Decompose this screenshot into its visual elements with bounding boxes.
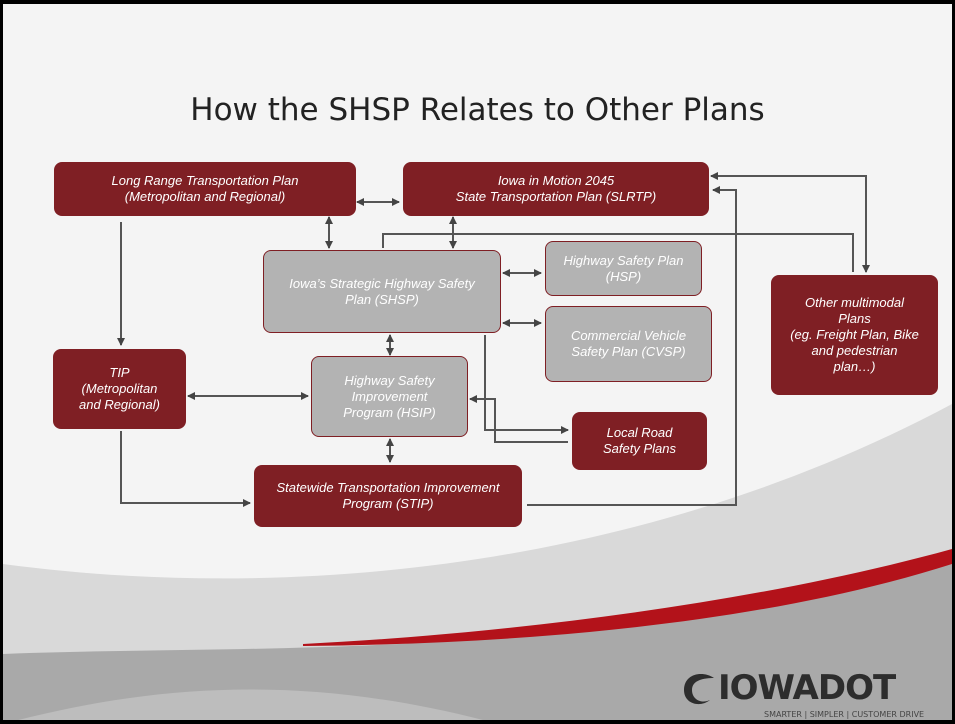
box-line: Program (STIP)	[342, 496, 434, 511]
box-line: Plans	[838, 311, 871, 326]
box-line: State Transportation Plan (SLRTP)	[455, 189, 657, 204]
box-line: and pedestrian	[811, 343, 898, 358]
box-line: Safety Plans	[603, 441, 676, 456]
box-line: plan…)	[833, 359, 876, 374]
box-line: Program (HSIP)	[343, 404, 436, 420]
box-line: Other multimodal	[805, 295, 904, 310]
box-line: TIP	[109, 365, 130, 380]
box-line: Long Range Transportation Plan	[111, 173, 299, 188]
box-highway-safety-plan: Highway Safety Plan(HSP)	[545, 241, 702, 296]
box-line: Plan (SHSP)	[345, 291, 419, 307]
box-line: (Metropolitan	[81, 381, 158, 396]
box-other-multimodal-plans: Other multimodal Plans (eg. Freight Plan…	[771, 275, 938, 395]
box-long-range-transportation-plan: Long Range Transportation Plan(Metropoli…	[54, 162, 356, 216]
box-tip: TIP (Metropolitan and Regional)	[53, 349, 186, 429]
box-line: and Regional)	[79, 397, 160, 412]
box-line: (eg. Freight Plan, Bike	[790, 327, 919, 342]
box-line: Safety Plan (CVSP)	[571, 344, 686, 359]
box-hsip: Highway Safety Improvement Program (HSIP…	[311, 356, 468, 437]
box-line: (HSP)	[605, 268, 642, 284]
box-line: Highway Safety	[344, 372, 435, 388]
slide-title: How the SHSP Relates to Other Plans	[190, 92, 765, 128]
logo-mark-icon	[684, 674, 714, 705]
box-line: Iowa’s Strategic Highway Safety	[289, 275, 475, 291]
box-line: Local Road	[606, 425, 673, 440]
box-line: Improvement	[351, 388, 428, 404]
box-line: Highway Safety Plan	[563, 252, 684, 268]
box-line: Commercial Vehicle	[570, 328, 687, 343]
logo-wordmark: IOWADOT	[718, 668, 896, 708]
box-line: Statewide Transportation Improvement	[276, 480, 500, 495]
box-line: Iowa in Motion 2045	[497, 173, 615, 188]
logo-tagline: SMARTER | SIMPLER | CUSTOMER DRIVE	[764, 710, 925, 719]
box-line: (Metropolitan and Regional)	[124, 189, 286, 204]
